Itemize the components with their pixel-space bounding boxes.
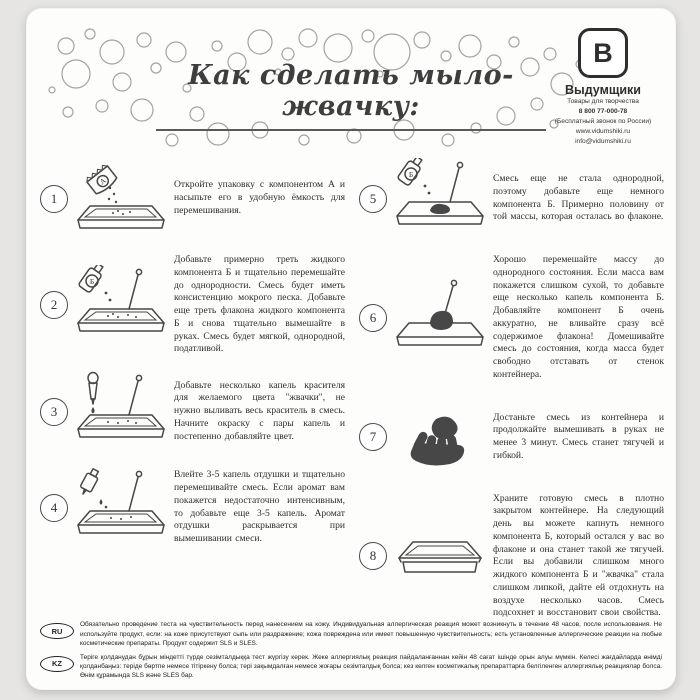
step-2-text: Добавьте примерно треть жидкого компонен… — [174, 254, 345, 355]
step-5: 5 Б — [359, 155, 664, 239]
bottle-b-pour-tray-icon: Б — [73, 262, 169, 346]
dropper-dye-tray-icon — [73, 371, 169, 452]
footnote-ru: RU Обязательно проведение теста на чувст… — [40, 620, 662, 647]
footnote-kz-text: Теріге қолданудан бұрын міндетті түрде с… — [80, 653, 662, 679]
tray-mass-stick-icon — [392, 277, 488, 358]
step-8: 8 Храните готовую смесь в плотно закрыто… — [359, 493, 664, 621]
brand-phone-note: (Бесплатный звонок по России) — [554, 117, 652, 125]
dropper-bottle-fragrance-tray-icon — [73, 467, 169, 548]
step-8-number: 8 — [369, 548, 377, 564]
step-7-number-badge: 7 — [359, 423, 387, 451]
bubbles-decoration — [48, 28, 585, 147]
step-5-number-badge: 5 — [359, 184, 387, 213]
step-1-number-badge: 1 — [40, 184, 68, 213]
step-2-number: 2 — [50, 297, 58, 312]
steps-column-right: 5 Б — [359, 155, 664, 621]
header: Как сделать мыло-жвачку: В Выдумщики Тов… — [26, 8, 676, 154]
step-3-number-badge: 3 — [40, 397, 68, 426]
brand-logo-letter: В — [593, 37, 613, 68]
closed-container-icon — [392, 516, 488, 597]
step-7: 7 Достаньте смесь из контейне — [359, 397, 664, 478]
bottle-label-b: Б — [90, 276, 94, 285]
step-6-text: Хорошо перемешайте массу до однородного … — [493, 254, 664, 380]
step-5-text: Смесь еще не стала однородной, поэтому д… — [493, 173, 664, 223]
step-4-number-badge: 4 — [40, 493, 68, 522]
brand-website: www.vidumshiki.ru — [575, 127, 631, 135]
step-4-text: Влейте 3-5 капель отдушки и тщательно пе… — [174, 469, 345, 544]
steps-grid: 1 А — [40, 155, 664, 621]
brand-email: info@vidumshiki.ru — [575, 137, 631, 145]
instruction-leaflet: Как сделать мыло-жвачку: В Выдумщики Тов… — [26, 8, 676, 690]
step-6-number-badge: 6 — [359, 303, 387, 332]
step-2: 2 Б — [40, 254, 345, 356]
lang-badge-ru: RU — [40, 623, 74, 640]
hand-holding-mass-icon — [392, 397, 488, 478]
step-5-number: 5 — [369, 190, 377, 206]
packet-label-a: А — [98, 176, 108, 187]
brand-phone: 8 800 77-000-78 — [578, 107, 628, 115]
step-3-text: Добавьте несколько капель красителя для … — [174, 379, 345, 442]
step-6: 6 Хорошо перемешайте массу до однородног… — [359, 254, 664, 382]
brand-block: В Выдумщики Товары для творчества 8 800 … — [544, 28, 662, 146]
brand-name: Выдумщики — [565, 83, 641, 97]
footnotes: RU Обязательно проведение теста на чувст… — [40, 620, 662, 680]
step-1-text: Откройте упаковку с компонентом А и насы… — [174, 179, 345, 216]
step-4-number: 4 — [50, 499, 58, 515]
bottle-b-pour-mass-tray-icon: Б — [392, 155, 488, 239]
lang-badge-kz: KZ — [40, 655, 74, 672]
step-8-text: Храните готовую смесь в плотно закрытом … — [493, 492, 664, 619]
step-3: 3 — [40, 371, 345, 452]
bottle-label-b: Б — [409, 170, 413, 179]
page-title: Как сделать мыло-жвачку: — [156, 60, 546, 131]
step-7-number: 7 — [369, 429, 377, 444]
footnote-kz: KZ Теріге қолданудан бұрын міндетті түрд… — [40, 653, 662, 680]
steps-column-left: 1 А — [40, 158, 345, 620]
footnote-ru-text: Обязательно проведение теста на чувствит… — [80, 621, 662, 647]
step-6-number: 6 — [369, 309, 377, 325]
brand-logo: В — [578, 28, 628, 78]
step-8-number-badge: 8 — [359, 542, 387, 571]
step-2-number-badge: 2 — [40, 291, 68, 319]
step-3-number: 3 — [50, 403, 58, 419]
step-7-text: Достаньте смесь из контейнера и продолжа… — [493, 411, 664, 461]
step-4: 4 — [40, 467, 345, 548]
packet-a-pour-tray-icon: А — [73, 158, 169, 239]
step-1: 1 А — [40, 158, 345, 239]
step-1-number: 1 — [50, 190, 58, 206]
brand-tagline: Товары для творчества — [567, 98, 639, 105]
